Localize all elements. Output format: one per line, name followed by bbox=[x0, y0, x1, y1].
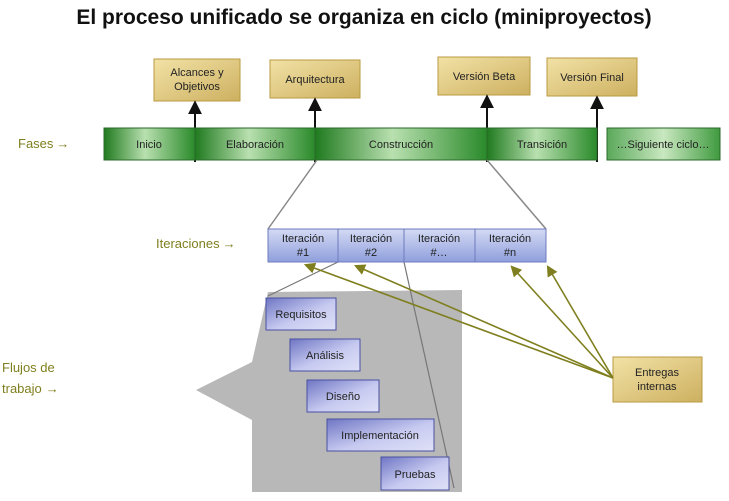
milestone-arquitectura-label: Arquitectura bbox=[285, 74, 345, 86]
iteration-4: Iteración#n bbox=[474, 228, 547, 263]
flujos-label: Flujos de trabajo→ bbox=[2, 360, 59, 396]
zoom-line-iter-right bbox=[403, 261, 455, 489]
iteration-3-label: Iteración#… bbox=[418, 233, 460, 259]
iteration-4-label: Iteración#n bbox=[489, 233, 531, 259]
page-title: El proceso unificado se organiza en cicl… bbox=[76, 6, 651, 29]
zoom-line-iter-left bbox=[267, 261, 339, 297]
phase-siguiente-ciclo bbox=[606, 127, 721, 161]
iteration-2-label: Iteración#2 bbox=[350, 233, 392, 259]
phase-transicion bbox=[486, 127, 598, 161]
workflow-diseno: Diseño bbox=[306, 379, 380, 413]
entregas-arrow-4 bbox=[546, 265, 614, 379]
entregas-arrow-1 bbox=[303, 262, 614, 379]
entregas-arrow-2 bbox=[353, 264, 614, 379]
workflow-implementacion-label: Implementación bbox=[341, 430, 419, 442]
milestone-version-final-label: Versión Final bbox=[560, 72, 624, 84]
phase-inicio-label: Inicio bbox=[136, 139, 162, 151]
phases-bar: Inicio Elaboración Construcción Transici… bbox=[103, 127, 598, 161]
zoom-line-right bbox=[486, 159, 547, 230]
phase-elaboracion-label: Elaboración bbox=[226, 139, 284, 151]
iteration-3: Iteración#… bbox=[403, 228, 476, 263]
phase-elaboracion bbox=[194, 127, 316, 161]
milestone-version-final: Versión Final bbox=[546, 57, 638, 97]
fases-label: Fases→ bbox=[18, 136, 69, 151]
workflow-analisis: Análisis bbox=[289, 338, 361, 372]
phase-construccion-label: Construcción bbox=[369, 139, 433, 151]
workflow-requisitos-label: Requisitos bbox=[275, 309, 327, 321]
iteration-1: Iteración#1 bbox=[267, 228, 339, 263]
workflow-analisis-label: Análisis bbox=[306, 350, 344, 362]
zoom-line-left bbox=[267, 159, 318, 230]
milestone-arquitectura: Arquitectura bbox=[269, 59, 361, 99]
workflow-pruebas-label: Pruebas bbox=[395, 469, 436, 481]
iteration-1-label: Iteración#1 bbox=[282, 233, 324, 259]
workflow-requisitos: Requisitos bbox=[265, 297, 337, 331]
phase-inicio bbox=[103, 127, 196, 161]
workflow-pruebas: Pruebas bbox=[380, 456, 450, 491]
milestone-version-beta-label: Versión Beta bbox=[453, 71, 516, 83]
iteration-2: Iteración#2 bbox=[337, 228, 405, 263]
entregas-arrow-3 bbox=[510, 265, 614, 379]
workflow-implementacion: Implementación bbox=[326, 418, 435, 452]
milestone-version-beta: Versión Beta bbox=[437, 56, 531, 96]
workflow-diseno-label: Diseño bbox=[326, 391, 360, 403]
iteraciones-label: Iteraciones→ bbox=[156, 236, 236, 251]
phase-transicion-label: Transición bbox=[517, 139, 567, 151]
phase-siguiente-ciclo-label: …Siguiente ciclo… bbox=[617, 139, 710, 151]
